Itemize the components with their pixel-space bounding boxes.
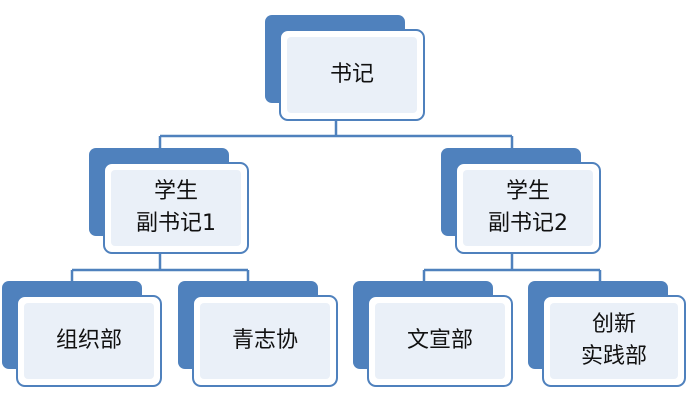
node-dept-4-label: 创新 实践部 xyxy=(580,312,647,369)
node-deputy-2: 学生 副书记2 xyxy=(441,148,601,254)
node-deputy-2-label: 学生 副书记2 xyxy=(488,179,568,236)
node-dept-3: 文宣部 xyxy=(353,281,513,387)
node-dept-3-box: 文宣部 xyxy=(367,295,513,387)
node-root-tint xyxy=(287,37,417,113)
node-deputy-1-tint xyxy=(111,170,241,246)
node-dept-2-box: 青志协 xyxy=(192,295,338,387)
node-dept-1-tint xyxy=(24,303,154,379)
node-dept-2-tint xyxy=(200,303,330,379)
node-root: 书记 xyxy=(265,15,425,121)
node-dept-4: 创新 实践部 xyxy=(528,281,686,387)
node-dept-1-label: 组织部 xyxy=(55,328,122,353)
node-dept-1: 组织部 xyxy=(2,281,162,387)
node-root-box: 书记 xyxy=(279,29,425,121)
node-dept-4-box: 创新 实践部 xyxy=(542,295,686,387)
node-dept-1-box: 组织部 xyxy=(16,295,162,387)
node-deputy-1-label: 学生 副书记1 xyxy=(136,179,216,236)
node-dept-2-label: 青志协 xyxy=(231,328,298,353)
node-deputy-2-tint xyxy=(463,170,593,246)
node-root-label: 书记 xyxy=(329,62,374,87)
node-dept-4-tint xyxy=(550,303,678,379)
node-deputy-2-box: 学生 副书记2 xyxy=(455,162,601,254)
node-dept-3-label: 文宣部 xyxy=(406,328,473,353)
node-deputy-1-box: 学生 副书记1 xyxy=(103,162,249,254)
node-deputy-1: 学生 副书记1 xyxy=(89,148,249,254)
node-dept-3-tint xyxy=(375,303,505,379)
node-dept-2: 青志协 xyxy=(178,281,338,387)
